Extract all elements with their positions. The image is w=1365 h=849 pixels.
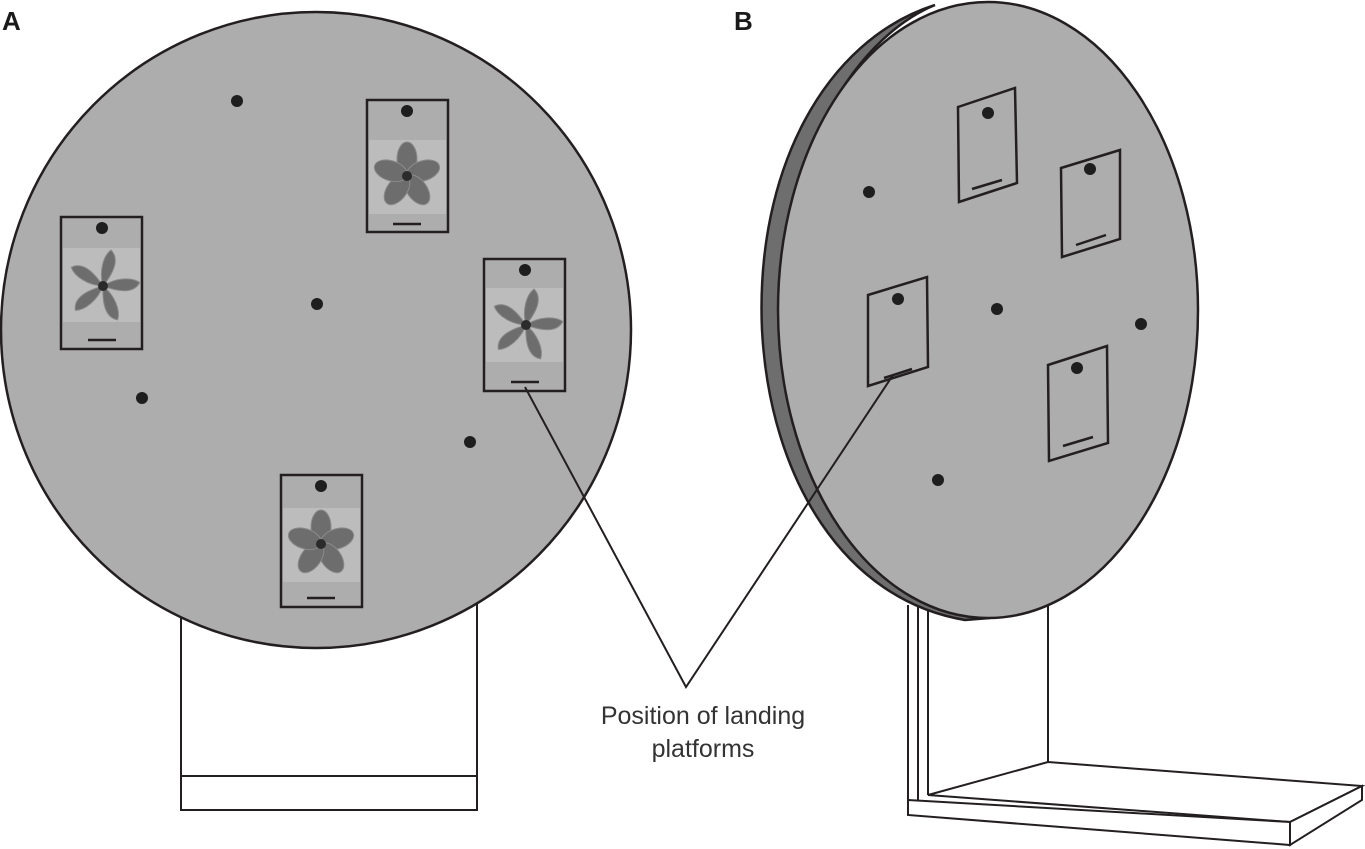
panel-b-disc — [776, 0, 1200, 620]
landing-platform-bar — [1062, 435, 1094, 448]
hole-icon — [863, 186, 875, 198]
panel-b-card-2 — [1059, 148, 1122, 259]
hole-icon — [231, 95, 243, 107]
panel-a: A — [0, 6, 633, 811]
hole-icon — [932, 474, 944, 486]
landing-platform-bar — [1075, 233, 1107, 247]
panel-a-disc — [0, 10, 633, 650]
panel-a-label: A — [2, 6, 21, 36]
panel-b-holes — [863, 186, 1147, 486]
landing-platform-bar — [883, 367, 913, 380]
hole-icon — [311, 298, 323, 310]
leader-line — [524, 374, 894, 689]
hole-icon — [136, 392, 148, 404]
annotation-line-1: Position of landing — [601, 702, 805, 730]
panel-a-card-right — [482, 257, 567, 393]
panel-b-stand — [907, 600, 1365, 847]
hole-icon — [464, 436, 476, 448]
annotation-line-2: platforms — [652, 735, 755, 763]
panel-b-card-1 — [956, 86, 1019, 204]
panel-b-card-3 — [866, 275, 930, 388]
hole-icon — [991, 303, 1003, 315]
landing-platform-annotation: Position of landing platforms — [524, 374, 894, 763]
panel-b-card-4 — [1046, 344, 1110, 463]
panel-a-card-top — [365, 98, 450, 234]
panel-a-holes — [136, 95, 476, 448]
landing-platform-bar — [971, 178, 1003, 191]
panel-a-card-left — [59, 215, 144, 351]
hole-icon — [1135, 318, 1147, 330]
panel-a-card-bottom — [279, 473, 364, 609]
panel-b: B — [734, 0, 1365, 847]
panel-b-label: B — [734, 6, 753, 36]
